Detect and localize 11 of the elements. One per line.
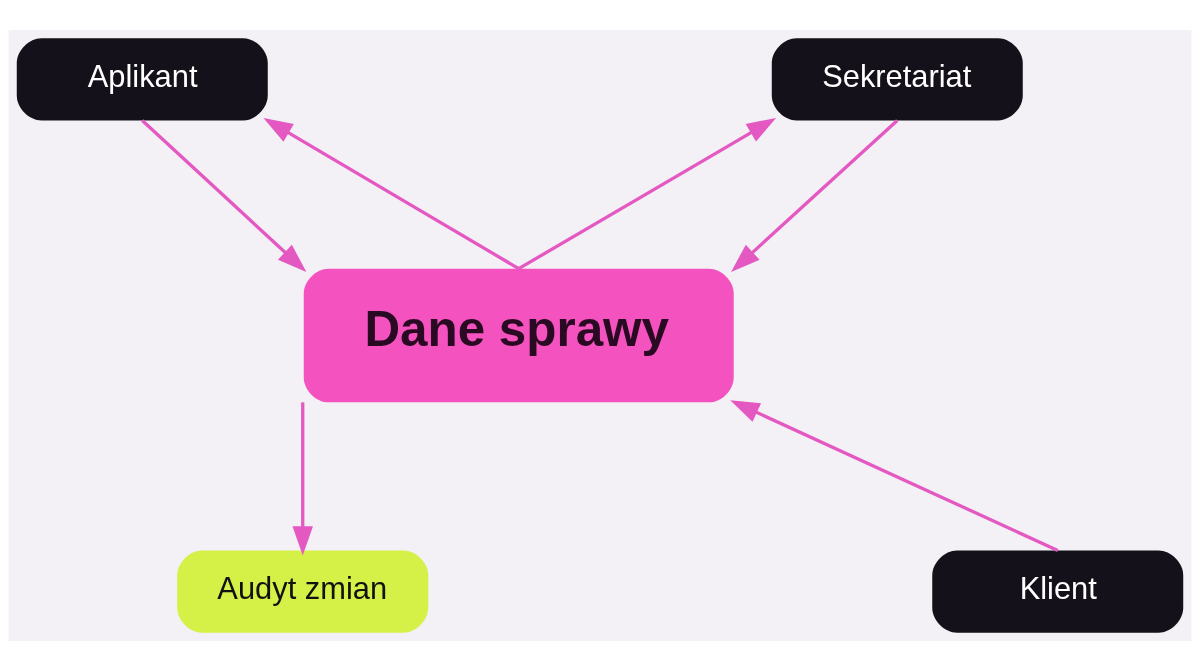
node-box: Sekretariat [771,37,1023,120]
node-box: Aplikant [16,37,268,120]
node-box: Audyt zmian [177,550,429,633]
arrow [292,401,313,555]
arrow [731,118,899,272]
node-box: Dane sprawy [303,268,734,402]
arrow [730,399,1059,552]
arrow [141,118,307,272]
arrow [517,117,777,270]
arrow [263,117,520,270]
node-box: Klient [932,550,1184,633]
